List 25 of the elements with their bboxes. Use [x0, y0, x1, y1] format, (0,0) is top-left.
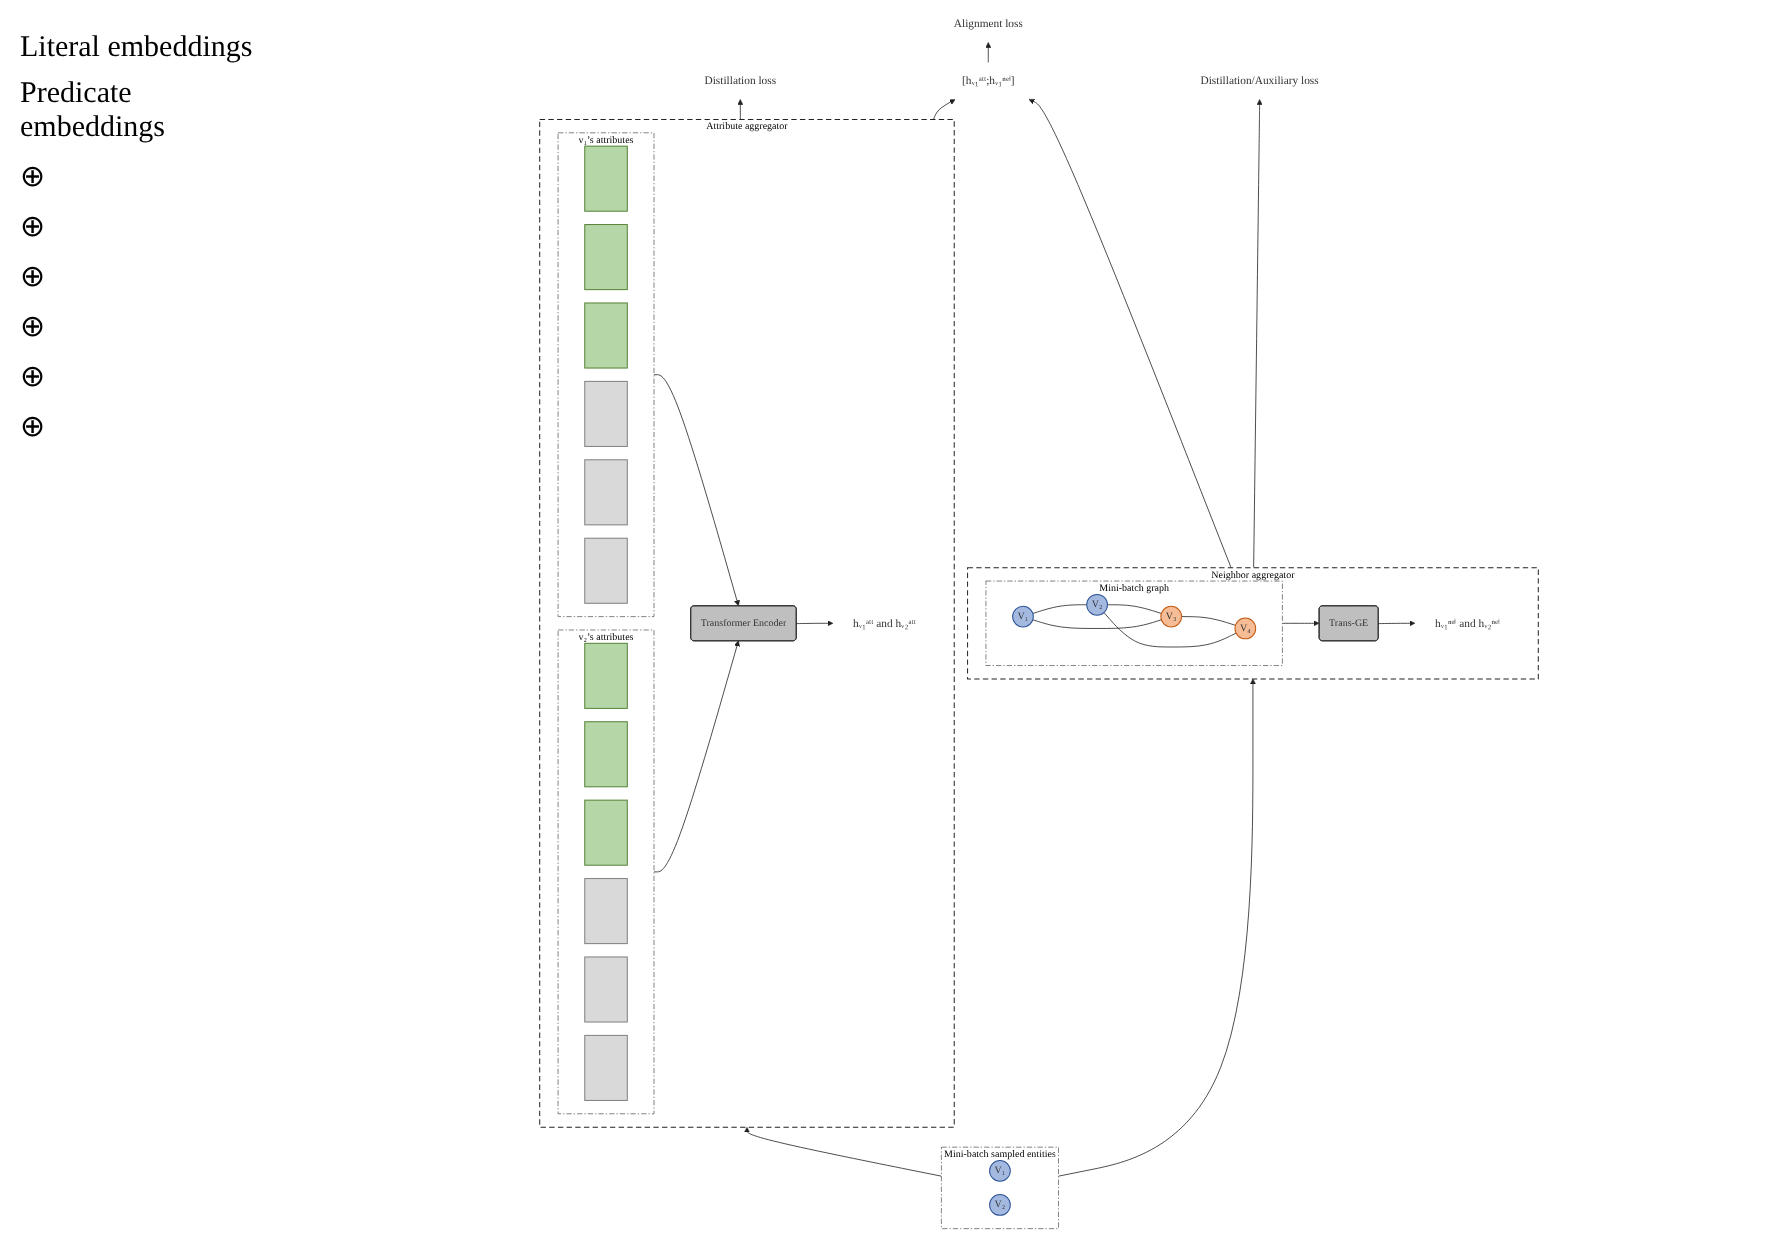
node-bar — [584, 956, 628, 1023]
note-label: Predicate embeddings — [20, 78, 167, 146]
note-label: ⊕ — [20, 410, 48, 446]
connector — [1103, 612, 1237, 648]
note-label: ⊕ — [20, 260, 48, 296]
node-bar — [584, 380, 628, 447]
node-bar — [584, 878, 628, 945]
node-bar — [584, 302, 628, 369]
node-bar — [584, 1034, 628, 1101]
note-label: ⊕ — [20, 210, 48, 246]
connector — [1032, 604, 1088, 614]
note-label: Literal embeddings — [20, 32, 255, 66]
node-bar — [584, 537, 628, 604]
node-bar — [584, 224, 628, 291]
note-label: ⊕ — [20, 310, 48, 346]
node-bar — [584, 642, 628, 709]
connector — [1107, 604, 1162, 614]
node-bar — [584, 799, 628, 866]
connector — [1032, 619, 1162, 629]
node-bar — [584, 459, 628, 526]
note-label: ⊕ — [20, 360, 48, 396]
node-bar — [584, 721, 628, 788]
note-label: ⊕ — [20, 160, 48, 196]
node-bar — [584, 145, 628, 212]
connector — [1181, 616, 1236, 626]
